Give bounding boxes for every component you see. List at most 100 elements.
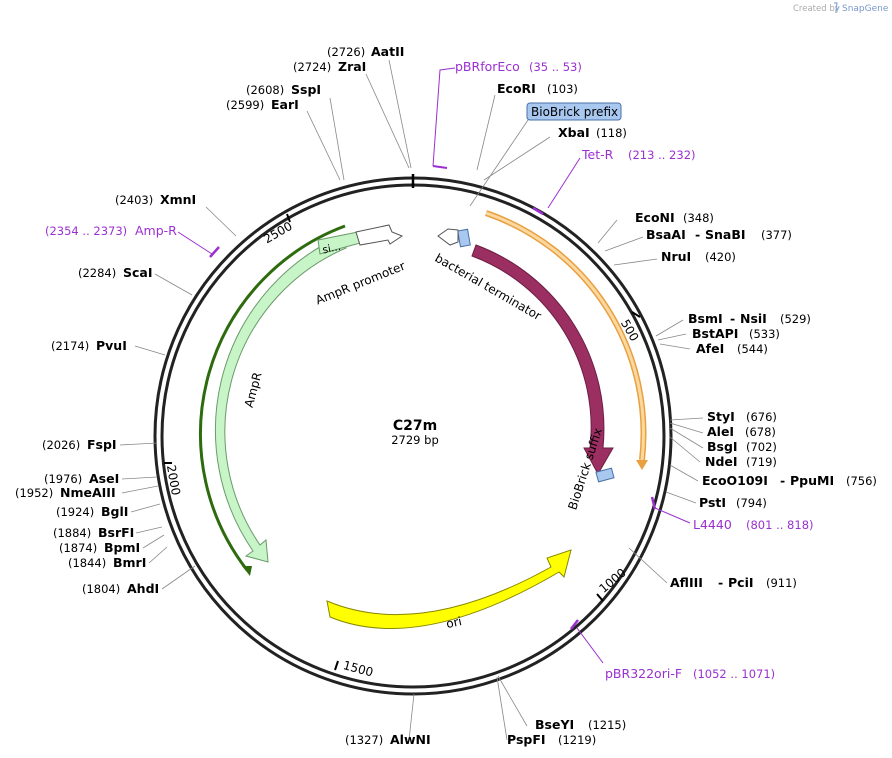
biobrick-prefix-box	[457, 228, 471, 248]
enzyme-econi: EcoNI	[635, 210, 675, 225]
svg-text:-: -	[718, 575, 723, 590]
primer-binding-arrowhead	[636, 460, 648, 470]
enzyme-zrai: ZraI	[338, 59, 366, 74]
primer-mark-l4440	[650, 496, 657, 510]
biobrick-prefix-tag	[526, 102, 622, 121]
enzyme-leader-lines	[119, 59, 704, 741]
ori-feature-arrow	[326, 549, 572, 630]
enzyme-bsmi: BsmI	[688, 311, 723, 326]
enzyme-bsgi-position: (702)	[746, 440, 777, 454]
svg-text:-: -	[695, 227, 700, 242]
enzyme-afliii-position: (911)	[766, 576, 797, 590]
enzyme-bsaai-position: (377)	[761, 228, 792, 242]
enzyme-zrai-position: (2724)	[293, 60, 331, 74]
enzyme-afliii: AflIII	[670, 575, 703, 590]
primer-amp-r-range: (2354 .. 2373)	[45, 224, 127, 238]
primer-mark-tet-r	[532, 206, 544, 216]
enzyme-ahdi: AhdI	[127, 581, 159, 596]
enzyme-nrui-position: (420)	[705, 250, 736, 264]
enzyme-fspi-position: (2026)	[42, 438, 80, 452]
enzyme-aatii: AatII	[371, 44, 404, 59]
tick-mark-1000	[596, 593, 604, 602]
enzyme-bseyi: BseYI	[535, 717, 574, 732]
tick-label-1500: 1500	[342, 658, 375, 679]
enzyme-pspfi: PspFI	[507, 732, 546, 747]
enzyme-nmeaiii: NmeAIII	[60, 485, 116, 500]
enzyme-afei: AfeI	[696, 341, 724, 356]
primer-mark-amp-r	[209, 246, 220, 258]
snapgene-logo-icon	[834, 2, 840, 14]
ampr-promoter-label: AmpR promoter	[314, 259, 408, 308]
enzyme-bsrfi-position: (1884)	[53, 526, 91, 540]
enzyme-scai-position: (2284)	[78, 266, 116, 280]
enzyme-bstapi-position: (533)	[749, 327, 780, 341]
biobrick-prefix-label: BioBrick prefix	[531, 105, 618, 119]
enzyme-fspi: FspI	[87, 437, 117, 452]
plasmid-length: 2729 bp	[391, 433, 439, 447]
tick-mark-2500	[286, 213, 291, 223]
primer-l4440-range: (801 .. 818)	[746, 518, 814, 532]
primer-binding-arc	[485, 210, 647, 461]
primer-mark-pbr322ori-f	[570, 619, 579, 630]
enzyme-bsgi: BsgI	[707, 439, 738, 454]
enzyme-aatii-position: (2726)	[327, 45, 365, 59]
primer-pbrforeco-range: (35 .. 53)	[529, 60, 582, 74]
tick-mark-1500	[334, 660, 339, 671]
enzyme-ndei: NdeI	[705, 454, 738, 469]
enzyme-ppumi: PpuMI	[790, 473, 834, 488]
enzyme-xmni-position: (2403)	[115, 193, 153, 207]
enzyme-asei: AseI	[89, 471, 119, 486]
enzyme-ahdi-position: (1804)	[82, 582, 120, 596]
enzyme-pvui-position: (2174)	[51, 339, 89, 353]
enzyme-alei-position: (678)	[745, 425, 776, 439]
enzyme-alei: AleI	[707, 424, 734, 439]
signal-sequence-label: si...	[321, 241, 341, 257]
primer-amp-r: Amp-R	[135, 223, 177, 238]
enzyme-bgli-position: (1924)	[56, 505, 94, 519]
enzyme-bsmi-position: (529)	[780, 312, 811, 326]
svg-text:-: -	[780, 473, 785, 488]
svg-text:-: -	[730, 311, 735, 326]
ampr-feature-label: AmpR	[242, 371, 265, 409]
enzyme-scai: ScaI	[123, 265, 153, 280]
enzyme-psti: PstI	[699, 495, 726, 510]
primer-mark-pbrforeco	[432, 165, 448, 169]
enzyme-nsii: NsiI	[740, 311, 767, 326]
enzyme-styi-position: (676)	[746, 410, 777, 424]
enzyme-snabi: SnaBI	[705, 227, 746, 242]
enzyme-bsrfi: BsrFI	[98, 525, 134, 540]
enzyme-nrui: NruI	[661, 249, 691, 264]
biobrick-suffix-box	[595, 467, 615, 483]
primer-tet-r-range: (213 .. 232)	[628, 148, 696, 162]
primer-pbr322ori-f-range: (1052 .. 1071)	[693, 667, 775, 681]
enzyme-sspi: SspI	[291, 82, 321, 97]
tetr-feature-label: TetR	[578, 309, 605, 339]
tick-label-2000: 2000	[164, 464, 183, 497]
enzyme-bgli: BglI	[101, 504, 128, 519]
enzyme-afei-position: (544)	[737, 342, 768, 356]
enzyme-bpmi: BpmI	[104, 540, 140, 555]
primer-tet-r: Tet-R	[581, 147, 614, 162]
enzyme-xmni: XmnI	[160, 192, 196, 207]
enzyme-bsaai: BsaAI	[646, 227, 686, 242]
enzyme-ecori-position: (103)	[547, 82, 578, 96]
watermark-brand: SnapGene	[842, 4, 889, 14]
enzyme-alwni-position: (1327)	[345, 733, 383, 747]
enzyme-ecoo109i-position: (756)	[846, 474, 877, 488]
enzyme-ecoo109i: EcoO109I	[702, 473, 768, 488]
enzyme-xbai-position: (118)	[596, 126, 627, 140]
primer-pbrforeco: pBRforEco	[455, 59, 520, 74]
bacterial-terminator-arrow	[437, 228, 459, 246]
enzyme-bseyi-position: (1215)	[588, 718, 626, 732]
ori-feature-label: ori	[445, 614, 463, 631]
plasmid-name: C27m	[393, 418, 437, 434]
enzyme-econi-position: (348)	[683, 211, 714, 225]
enzyme-bstapi: BstAPI	[692, 326, 738, 341]
ampr-feature-arrow	[214, 235, 347, 563]
enzyme-eari-position: (2599)	[226, 98, 264, 112]
enzyme-bpmi-position: (1874)	[59, 541, 97, 555]
tick-mark-500	[631, 311, 641, 318]
enzyme-nmeaiii-position: (1952)	[15, 486, 53, 500]
enzyme-ecori: EcoRI	[497, 81, 536, 96]
